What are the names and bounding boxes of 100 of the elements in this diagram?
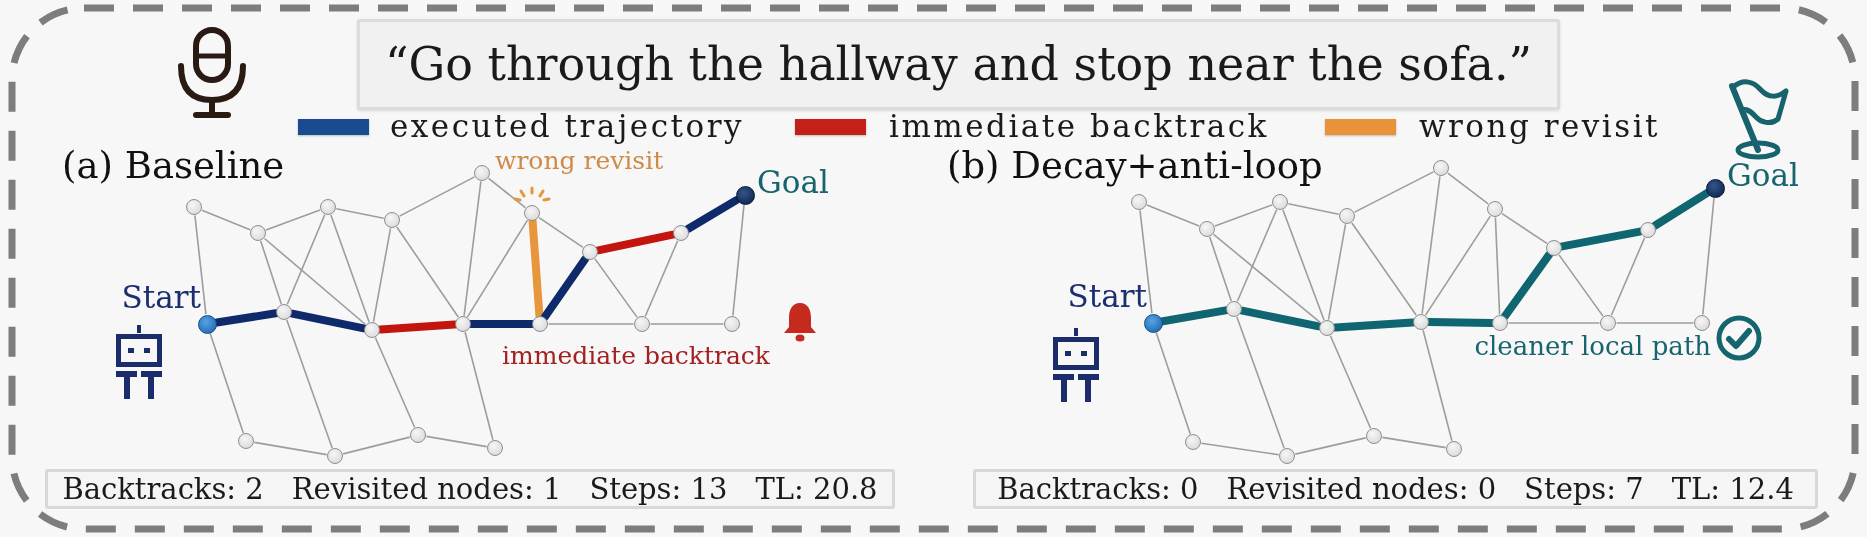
graph-edge [1381,436,1447,449]
graph-edge [398,176,476,217]
graph-node [384,212,400,228]
graph-edge [209,332,245,434]
graph-node [524,205,540,221]
graph-edge [1146,204,1200,227]
panel-heading: (a) Baseline [62,144,285,188]
graph-edge [335,207,385,220]
graph-edge [425,435,488,448]
stat-text: Backtracks: 2 [62,473,264,505]
graph-edge [644,240,679,317]
goal-node [1705,178,1725,198]
graph-edge [342,436,411,455]
graph-edge [201,209,251,231]
graph-node [1640,222,1656,238]
graph-edge [265,209,321,231]
start-label: Start [121,280,201,316]
graph-node [487,440,503,456]
graph-node [1446,441,1462,457]
graph-edge [374,337,416,428]
graph-node [455,316,471,332]
graph-node [1279,448,1295,464]
path-segment [1558,227,1644,251]
graph-edge [1424,215,1492,316]
graph-edge [1294,437,1367,455]
graph-edge [1507,322,1601,324]
graph-edge [263,237,367,326]
start-node [1143,313,1163,333]
legend-label: immediate backtrack [889,109,1269,145]
panel-heading: (b) Decay+anti-loop [947,144,1323,188]
start-node [197,314,217,334]
graph-node [250,225,266,241]
graph-node [238,433,254,449]
graph-node [186,199,202,215]
path-segment [1238,306,1323,331]
graph-edge [649,323,725,325]
graph-edge [1236,209,1278,302]
graph-node [327,448,343,464]
graph-node [1319,320,1335,336]
annotation-text: immediate backtrack [502,341,770,371]
graph-edge [286,319,333,449]
graph-edge [1421,175,1441,315]
path-segment [540,255,590,321]
graph-edge [1236,316,1285,449]
graph-edge [1212,233,1322,324]
graph-node [1366,428,1382,444]
start-label: Start [1067,279,1147,315]
graph-node [1272,194,1288,210]
graph-node [1413,314,1429,330]
stats-panel [45,469,895,509]
graph-node [1199,221,1215,237]
stat-text: Backtracks: 0 [997,473,1199,505]
graph-edge [372,227,392,323]
graph-edge [330,214,370,323]
path-segment [684,196,741,233]
graph-edge [259,240,283,305]
goal-label: Goal [1727,158,1799,194]
graph-edge [538,216,584,249]
graph-edge [1558,254,1604,317]
graph-node [532,316,548,332]
graph-node [1433,160,1449,176]
graph-edge [1214,204,1273,227]
graph-edge [1353,171,1435,213]
graph-node [320,199,336,215]
graph-node [1131,194,1147,210]
graph-node [474,165,490,181]
graph-edge [1329,335,1372,429]
graph-node [1185,434,1201,450]
stat-text: Steps: 7 [1524,473,1644,505]
path-segment [1651,189,1711,230]
graph-edge [464,331,494,441]
graph-edge [1155,331,1192,435]
graph-node [1546,240,1562,256]
graph-edge [1447,172,1489,205]
graph-node [582,244,598,260]
stats-panel [973,469,1818,509]
graph-edge [1610,237,1646,316]
graph-edge [466,219,529,318]
graph-edge [286,214,326,305]
path-segment [288,309,368,333]
quote-panel [357,19,1560,110]
graph-edge [1422,329,1453,442]
graph-edge [1351,222,1417,316]
graph-edge [1139,209,1153,314]
graph-edge [1327,223,1347,321]
graph-node [276,304,292,320]
stat-text: TL: 12.4 [1671,473,1794,505]
graph-node [1226,301,1242,317]
stat-text: TL: 20.8 [755,473,878,505]
graph-edge [463,180,482,317]
legend-label: wrong revisit [1419,109,1661,145]
graph-edge [1501,212,1548,245]
annotation-text: wrong revisit [495,146,664,176]
graph-edge [487,177,527,209]
graph-edge [396,226,459,318]
graph-edge [547,323,635,325]
graph-node [724,316,740,332]
graph-edge [253,441,328,456]
graph-node [1492,315,1508,331]
stat-text: Revisited nodes: 0 [1226,473,1497,505]
